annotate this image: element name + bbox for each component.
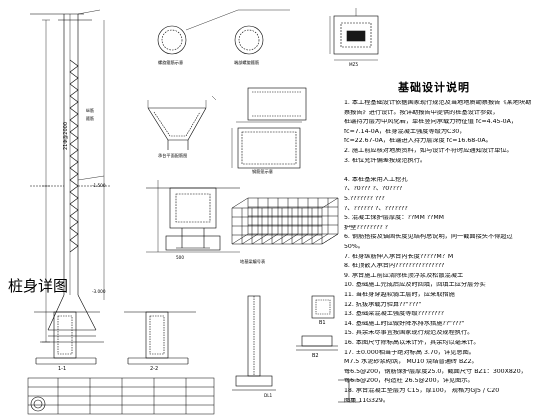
note-line: 8. 桩顶嵌入承台内??????????????? <box>344 263 445 270</box>
note-line: ?、?????? ?、??????? <box>344 205 408 212</box>
note-line: 15. 其余未尽事宜按国家现行规范及规程执行。 <box>344 330 474 337</box>
note-line: ?、?0??? ?、?0???? <box>344 186 403 193</box>
circle-right-caption: 端部螺旋箍筋 <box>234 60 260 65</box>
note-line: 5.??????? ??? <box>344 196 385 202</box>
pile-detail <box>30 9 110 343</box>
cage-caption: 钢筋笼示意 <box>252 169 273 174</box>
frame-caption: 承台平面配筋图 <box>158 153 188 158</box>
svg-text:箍筋: 箍筋 <box>86 115 94 121</box>
cage-bar <box>231 233 249 245</box>
note-line: 10. 基础施工完成后应及时回填，回填土应分层夯实 <box>344 282 486 289</box>
cage-bar <box>251 233 269 245</box>
b2-detail <box>296 335 338 351</box>
spiral-circle-left <box>157 25 187 55</box>
section-1-1-label: 1-1 <box>58 366 67 372</box>
section-2-2 <box>124 311 196 365</box>
note-line: 11. 当桩身穿越软弱土层时，应采取措施 <box>344 292 455 298</box>
circle-left-caption: 螺旋箍筋示意 <box>158 60 184 65</box>
note-line: 7. 桩身纵筋伸入承台内长度?????M？M <box>344 253 454 260</box>
note-line: 每6.5@200，钢筋保护层厚度25.0，截面尺寸 BZ1：300X820， <box>344 368 527 375</box>
cage-bar <box>291 233 309 245</box>
section-1-1 <box>34 311 100 365</box>
cap-plan-rebar <box>231 121 302 169</box>
i-beam-symbol <box>338 379 360 403</box>
cage-bar <box>241 233 259 245</box>
note-line: 9. 承台施工前应清除桩顶浮浆及松散混凝土 <box>344 272 464 279</box>
bottom-table <box>27 377 215 415</box>
circle-leaders <box>185 9 290 31</box>
pile-annotations: 纵筋 箍筋 <box>86 107 94 121</box>
cage-bar <box>301 233 319 245</box>
note-line: M7.5 水泥砂浆砌筑， MU10 烧结普通砖 BZ2。 <box>344 359 478 366</box>
b1-detail <box>311 295 335 319</box>
note-line: 12. 抗拔承载力验算??"???" <box>344 301 422 308</box>
note-line: 4. 本桩基采用人工挖孔 <box>344 176 408 183</box>
pile-detail-title: 桩身详图 <box>8 277 69 295</box>
section-2-2-label: 2-2 <box>150 366 159 372</box>
note-line: 6. 钢筋搭接及锚固长度见结构总说明，同一截面接头不得超过 <box>344 234 513 241</box>
cap-section <box>146 180 240 253</box>
note-line: fc=22.67-0A，桩端进入持力层深度 fc=16.68-0A。 <box>344 138 492 145</box>
tag-b2: B2 <box>312 353 319 359</box>
note-line: 察报告》进行设计。按详勘报告中提供的桩基设计参数， <box>344 109 499 116</box>
note-line: 1. 本工程基础设计依据国家现行规范及当地地质勘察报告《某地块勘 <box>344 100 532 106</box>
dim-1: 500 <box>176 255 184 260</box>
cage-bar <box>311 233 329 245</box>
note-line: 桩端持力层为中风化岩，单桩竖向承载力特征值 fc=4.45-0A， <box>344 119 518 126</box>
note-line: 18. 承台混凝土垫层为 C15，厚100， 规格为GJ5 / C20 <box>344 388 500 394</box>
note-line: 16. 本图尺寸除标高以米计外，其余均以毫米计。 <box>344 340 480 346</box>
pile-hatching <box>69 59 79 253</box>
note-line: 2. 施工前应核对地质资料，如与设计不符时应通知设计单位。 <box>344 148 513 154</box>
beam-label: DL1 <box>264 393 273 398</box>
cage-bar <box>271 233 289 245</box>
note-line: 每6.5@200，构造柱 26.5@200，详见图示。 <box>344 378 474 385</box>
tag-b1: B1 <box>319 320 326 326</box>
note-line: 护壁???????? ? <box>344 224 388 231</box>
foundation-notes-title: 基础设计说明 <box>398 81 470 94</box>
pile-dim-vertical: 21Φ@2000 <box>63 121 69 150</box>
note-line: 5. 混凝土保护层厚度：??MM ??MM <box>344 215 445 222</box>
column-elevation <box>232 295 276 391</box>
pile-cap-taper <box>147 95 217 150</box>
cage-bar <box>321 233 339 245</box>
svg-text:纵筋: 纵筋 <box>86 107 94 113</box>
note-line: 17. ±0.000相当于绝对标高 3.70，详见总图。 <box>344 349 475 356</box>
cage-bar <box>281 233 299 245</box>
level-1: -1.500 <box>92 183 106 188</box>
cage-bar <box>321 197 339 209</box>
cage-bar <box>231 197 249 209</box>
note-line: 图集 11G329。 <box>344 397 390 404</box>
note-line: 50%。 <box>344 244 364 250</box>
bottom-table-caption: 地基梁编号表 <box>240 259 266 264</box>
beam-elevation <box>247 87 307 121</box>
rebar-cage <box>231 197 339 245</box>
note-line: fc=7.14-0A，桩身混凝土强度等级为C30， <box>344 128 466 135</box>
cage-bar <box>261 233 279 245</box>
detail-circle-bottom <box>30 396 46 412</box>
note-line: 13. 基础梁混凝土强度等级???????? <box>344 311 444 318</box>
box-label: MZ5 <box>349 62 359 67</box>
note-line: 14. 基础施工时应做好降水排水措施??"???" <box>344 320 465 327</box>
mz5-section <box>329 8 379 61</box>
spiral-circle-right <box>234 25 264 55</box>
level-2: -3.000 <box>92 289 106 294</box>
note-line: 3. 桩位允许偏差按规范执行。 <box>344 157 427 164</box>
